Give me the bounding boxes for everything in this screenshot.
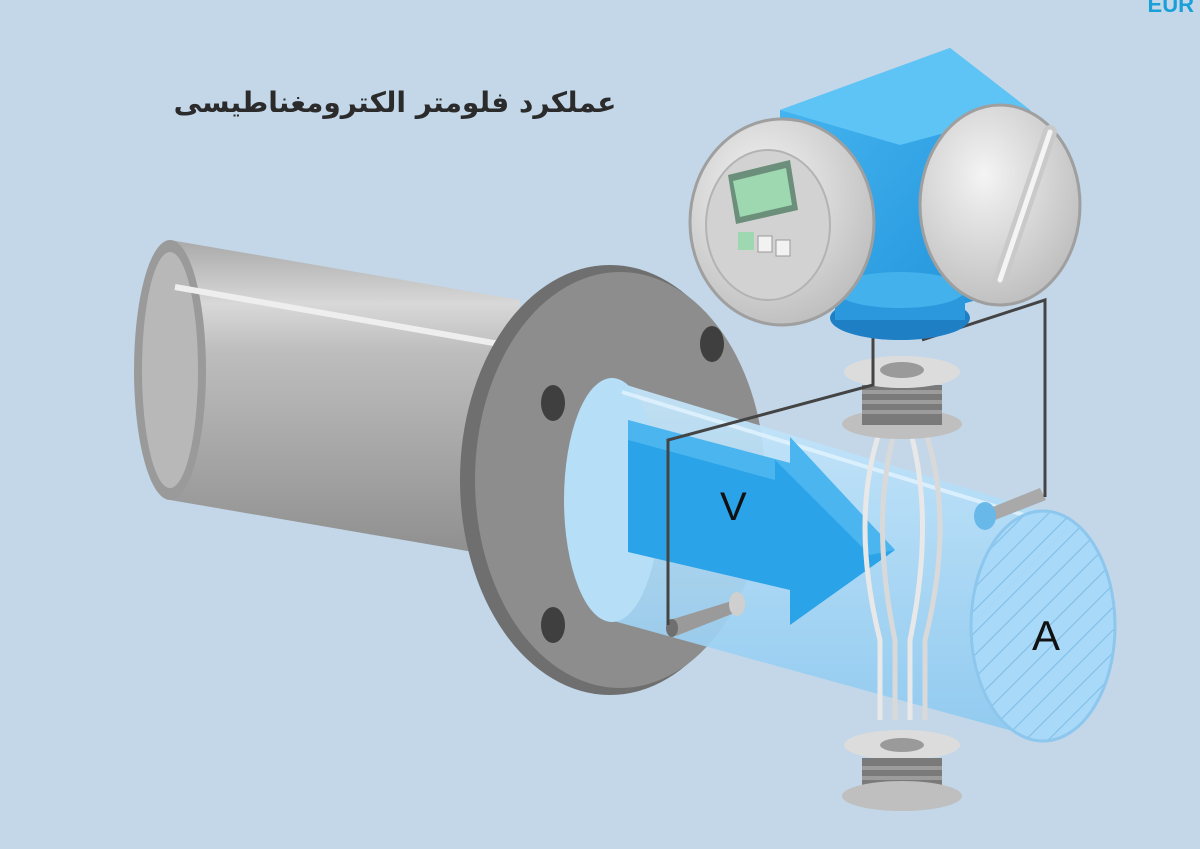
area-label: A <box>1032 612 1061 659</box>
outer-pipe <box>134 240 520 560</box>
lcd-display-icon <box>728 160 798 257</box>
cross-section-area <box>969 509 1117 743</box>
transmitter-housing-icon <box>688 48 1082 340</box>
bolt-hole <box>541 385 565 421</box>
magnetic-coil-icon <box>842 356 962 811</box>
flow-arrow <box>628 420 895 625</box>
electrode-icon <box>666 488 1046 637</box>
bolt-hole <box>541 607 565 643</box>
bolt-hole <box>700 326 724 362</box>
diagram-title: عملکرد فلومتر الکترومغناطیسی <box>173 86 617 119</box>
velocity-label: V <box>720 485 747 529</box>
corner-logo-text: EUR <box>1147 0 1194 17</box>
